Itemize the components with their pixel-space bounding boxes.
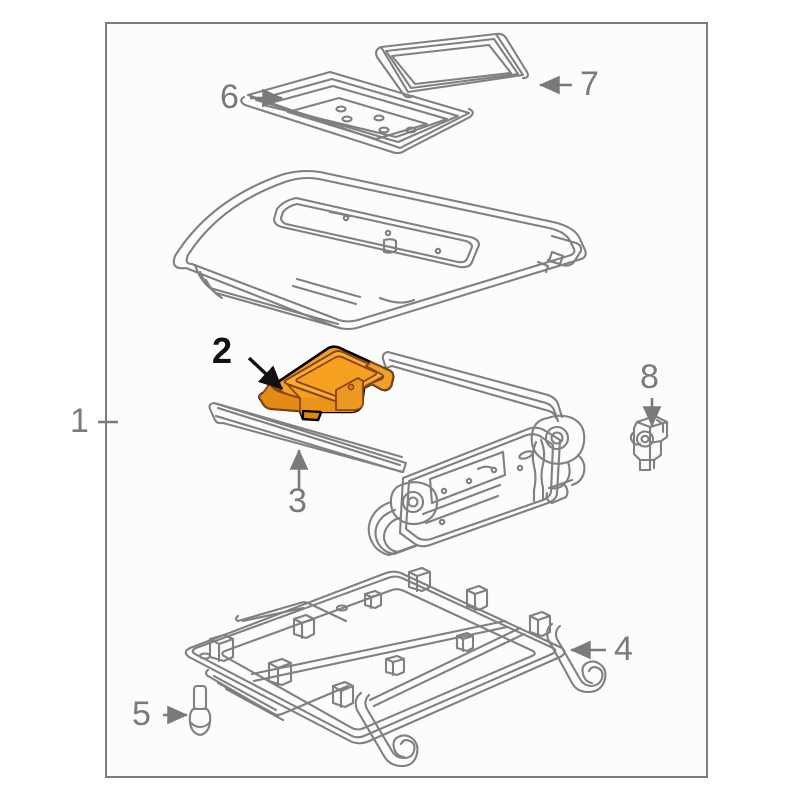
- part-seat-frame-structure: [367, 350, 586, 557]
- callout-label-6[interactable]: 6: [220, 78, 239, 116]
- part-7-seal-gasket-frame: [375, 32, 529, 99]
- callout-label-1[interactable]: 1: [70, 402, 89, 440]
- callout-label-3[interactable]: 3: [288, 482, 307, 520]
- part-5-push-pin-fastener: [188, 684, 212, 737]
- callout-label-2[interactable]: 2: [212, 330, 233, 371]
- part-main-cushion-cover-panel: [172, 169, 587, 331]
- part-4-support-frame-carrier: [184, 566, 607, 768]
- diagram-border-frame: [105, 22, 708, 778]
- callout-label-5[interactable]: 5: [132, 695, 151, 733]
- callout-label-8[interactable]: 8: [640, 358, 659, 396]
- callout-label-4[interactable]: 4: [614, 630, 633, 668]
- part-6-upper-tray-panel: [240, 70, 474, 155]
- callout-label-7[interactable]: 7: [580, 65, 599, 103]
- callout-2-arrow: [247, 356, 284, 391]
- part-3-trim-rail-strip: [208, 401, 408, 474]
- frame-clips: [208, 566, 552, 709]
